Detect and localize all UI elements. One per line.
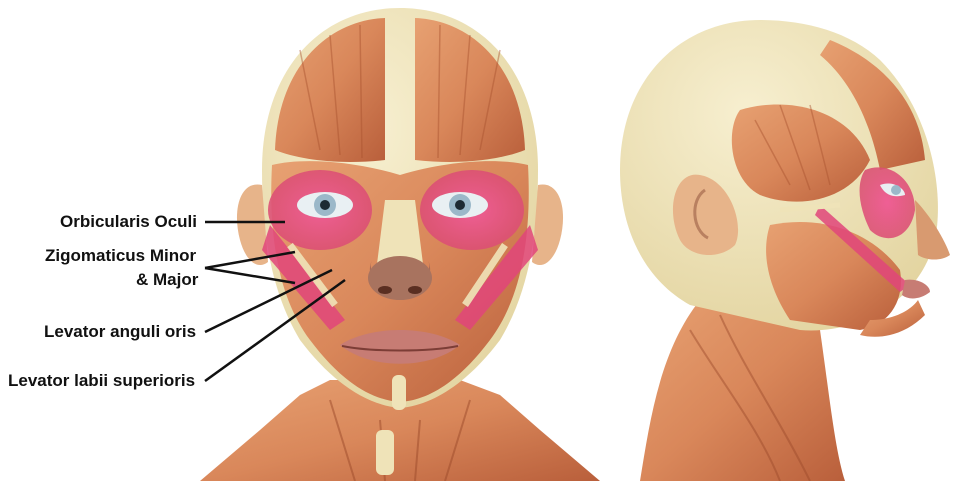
side-view xyxy=(620,20,950,481)
label-zigomaticus-line2: & Major xyxy=(136,270,198,290)
label-levator-anguli-oris: Levator anguli oris xyxy=(44,322,196,342)
label-levator-labii-superioris: Levator labii superioris xyxy=(8,371,195,391)
label-zigomaticus-line1: Zigomaticus Minor xyxy=(45,246,196,266)
side-lips xyxy=(902,280,930,299)
front-trachea xyxy=(376,430,394,475)
label-orbicularis-oculi: Orbicularis Oculi xyxy=(60,212,197,232)
front-view xyxy=(200,8,600,481)
